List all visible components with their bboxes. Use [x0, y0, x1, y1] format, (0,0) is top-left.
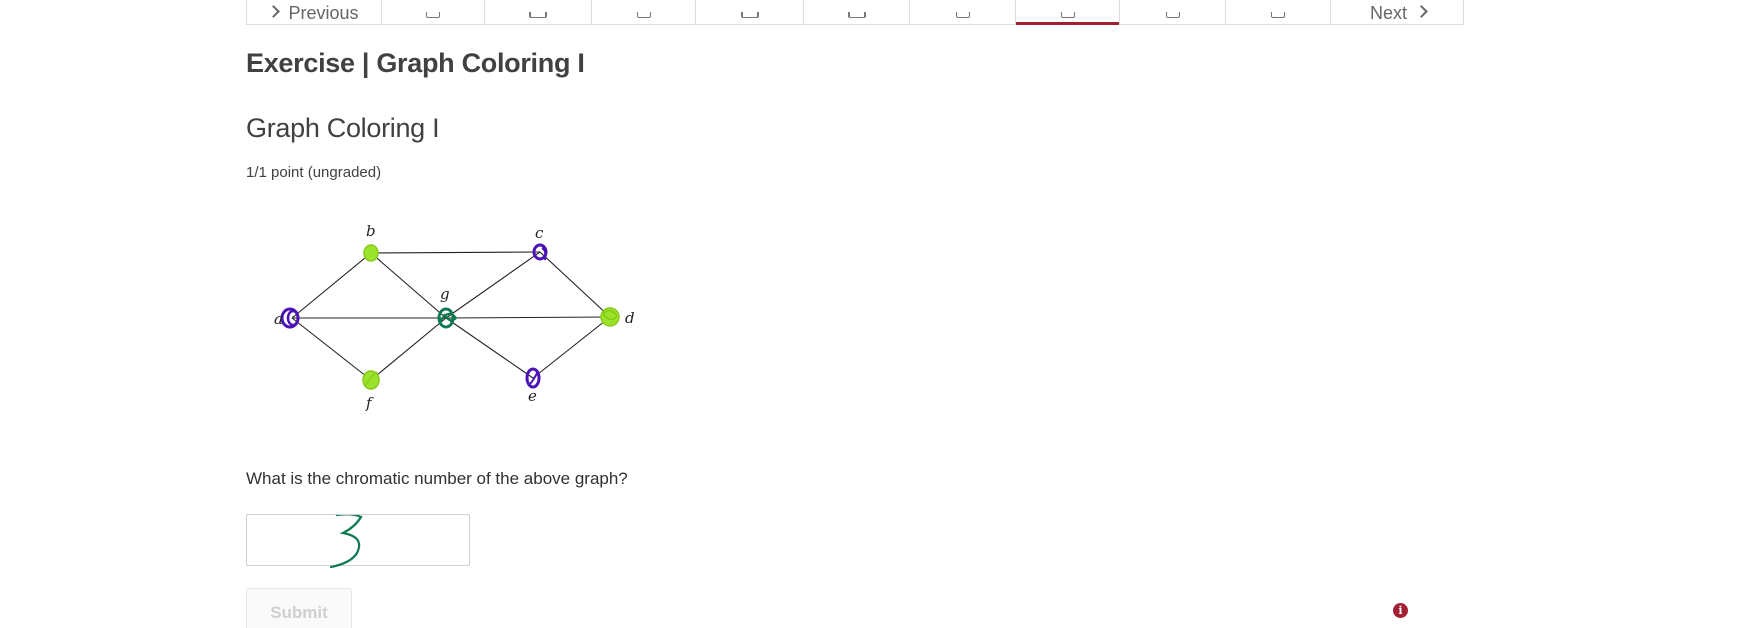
video-icon: [847, 12, 866, 18]
seq-unit-7-button[interactable]: [1016, 0, 1120, 25]
seq-next-button[interactable]: Next: [1331, 0, 1465, 24]
handwritten-answer: [329, 515, 363, 569]
video-icon: [529, 12, 547, 18]
edge-a-b: [291, 252, 372, 319]
document-icon: [1060, 12, 1075, 18]
answer-input[interactable]: 3: [246, 514, 470, 569]
seq-previous-label: Previous: [288, 3, 359, 23]
document-icon: [636, 12, 651, 18]
seq-unit-4-button[interactable]: [696, 0, 804, 24]
node-label-g: g: [440, 285, 450, 303]
node-label-b: b: [366, 222, 376, 240]
seq-unit-1-button[interactable]: [382, 0, 485, 24]
info-icon[interactable]: i: [1393, 603, 1408, 618]
seq-previous-button[interactable]: Previous: [247, 0, 382, 24]
edge-g-f: [370, 317, 447, 381]
node-label-f: f: [365, 394, 374, 412]
seq-unit-9-button[interactable]: [1226, 0, 1331, 24]
seq-unit-3-button[interactable]: [592, 0, 696, 24]
video-icon: [740, 12, 759, 18]
node-label-e: e: [528, 387, 537, 405]
document-icon: [1165, 12, 1180, 18]
document-icon: [426, 12, 440, 18]
sequence-nav: Previous Next: [246, 0, 1464, 25]
node-c: [532, 243, 548, 261]
edge-b-g: [370, 252, 447, 319]
graph-edges: [291, 251, 611, 381]
question-text: What is the chromatic number of the abov…: [246, 469, 628, 488]
node-g: [437, 307, 458, 329]
node-d: [600, 307, 620, 327]
node-b: [363, 244, 379, 262]
edge-c-d: [539, 251, 611, 318]
seq-unit-2-button[interactable]: [485, 0, 592, 24]
unit-title: Exercise | Graph Coloring I: [246, 48, 585, 78]
edge-d-e: [532, 316, 611, 379]
edge-a-f: [291, 317, 372, 381]
node-e: [525, 367, 541, 389]
node-f: [362, 370, 380, 390]
node-label-a: a: [274, 310, 283, 328]
edge-g-e: [445, 317, 534, 379]
edge-b-c: [370, 251, 541, 254]
node-label-c: c: [535, 224, 544, 242]
chevron-left-icon: [267, 4, 281, 18]
edge-c-g: [445, 251, 541, 319]
graph-labels: a b c d e f g: [274, 222, 635, 412]
chevron-right-icon: [1415, 4, 1428, 18]
seq-unit-8-button[interactable]: [1120, 0, 1226, 24]
seq-unit-6-button[interactable]: [910, 0, 1016, 24]
seq-unit-5-button[interactable]: [804, 0, 910, 24]
node-a: [280, 307, 300, 329]
graph-nodes: [280, 243, 620, 390]
submit-button[interactable]: Submit: [246, 588, 352, 628]
edge-g-d: [445, 316, 611, 319]
problem-points: 1/1 point (ungraded): [246, 164, 382, 181]
graph-figure: a b c d e f g: [274, 222, 635, 412]
problem-title: Graph Coloring I: [246, 113, 440, 143]
document-icon: [955, 12, 970, 18]
seq-next-label: Next: [1369, 3, 1407, 23]
document-icon: [1271, 12, 1285, 18]
node-label-d: d: [625, 309, 635, 327]
